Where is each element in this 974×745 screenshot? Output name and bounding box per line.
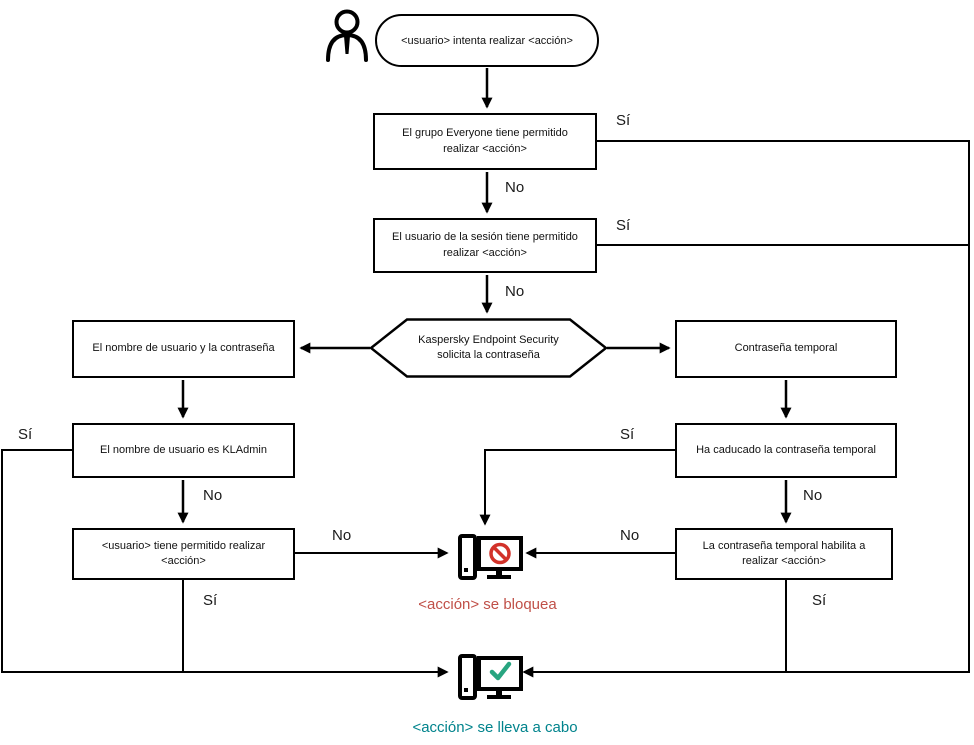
edge-label-tempallows-yes: Sí [812,592,827,609]
blocked-computer-icon [458,534,523,580]
connector-everyone-yes [522,140,970,678]
node-temp-allows-label: La contraseña temporal habilita a realiz… [702,539,866,567]
outcome-performed-text: <acción> se lleva a cabo [412,719,578,736]
checkmark-icon [489,661,512,681]
node-session-user-allowed-label: El usuario de la sesión tiene permitido … [392,231,578,259]
edge-label-session-no: No [505,283,525,300]
node-username-kladmin-label: El nombre de usuario es KLAdmin [100,443,267,456]
node-everyone-allowed-label: El grupo Everyone tiene permitido realiz… [402,127,568,155]
user-icon [326,9,368,62]
edge-label-expired-no: No [803,487,823,504]
edge-label-expired-yes: Sí [620,426,635,443]
node-user-allowed-label: <usuario> tiene permitido realizar <acci… [101,539,266,567]
connector-expired-yes [479,449,675,526]
node-start: <usuario> intenta realizar <acción> [375,14,599,67]
edge-label-tempallows-no: No [620,527,640,544]
node-user-allowed: <usuario> tiene permitido realizar <acci… [72,528,295,580]
edge-label-everyone-yes: Sí [616,112,631,129]
node-temp-password: Contraseña temporal [675,320,897,378]
node-temp-password-label: Contraseña temporal [734,342,838,355]
outcome-blocked-text: <acción> se bloquea [418,596,557,613]
node-temp-allows: La contraseña temporal habilita a realiz… [675,528,893,580]
node-password-prompt: Kaspersky Endpoint Security solicita la … [370,318,607,378]
hexagon-shape [370,318,607,378]
node-username-password-label: El nombre de usuario y la contraseña [92,342,275,355]
node-username-password: El nombre de usuario y la contraseña [72,320,295,378]
connector-kladmin-yes [1,449,449,678]
edge-label-userallowed-yes: Sí [203,592,218,609]
edge-label-everyone-no: No [505,179,525,196]
node-start-label: <usuario> intenta realizar <acción> [401,34,573,47]
allowed-computer-icon [458,654,523,700]
node-temp-expired: Ha caducado la contraseña temporal [675,423,897,478]
no-entry-icon [489,542,511,565]
edge-label-session-yes: Sí [616,217,631,234]
node-temp-expired-label: Ha caducado la contraseña temporal [696,443,876,456]
node-session-user-allowed: El usuario de la sesión tiene permitido … [373,218,597,273]
node-password-prompt-label: Kaspersky Endpoint Security solicita la … [418,333,559,361]
edge-label-userallowed-no: No [332,527,352,544]
node-everyone-allowed: El grupo Everyone tiene permitido realiz… [373,113,597,170]
edge-label-kladmin-no: No [203,487,223,504]
edge-label-kladmin-yes: Sí [18,426,33,443]
node-username-kladmin: El nombre de usuario es KLAdmin [72,423,295,478]
